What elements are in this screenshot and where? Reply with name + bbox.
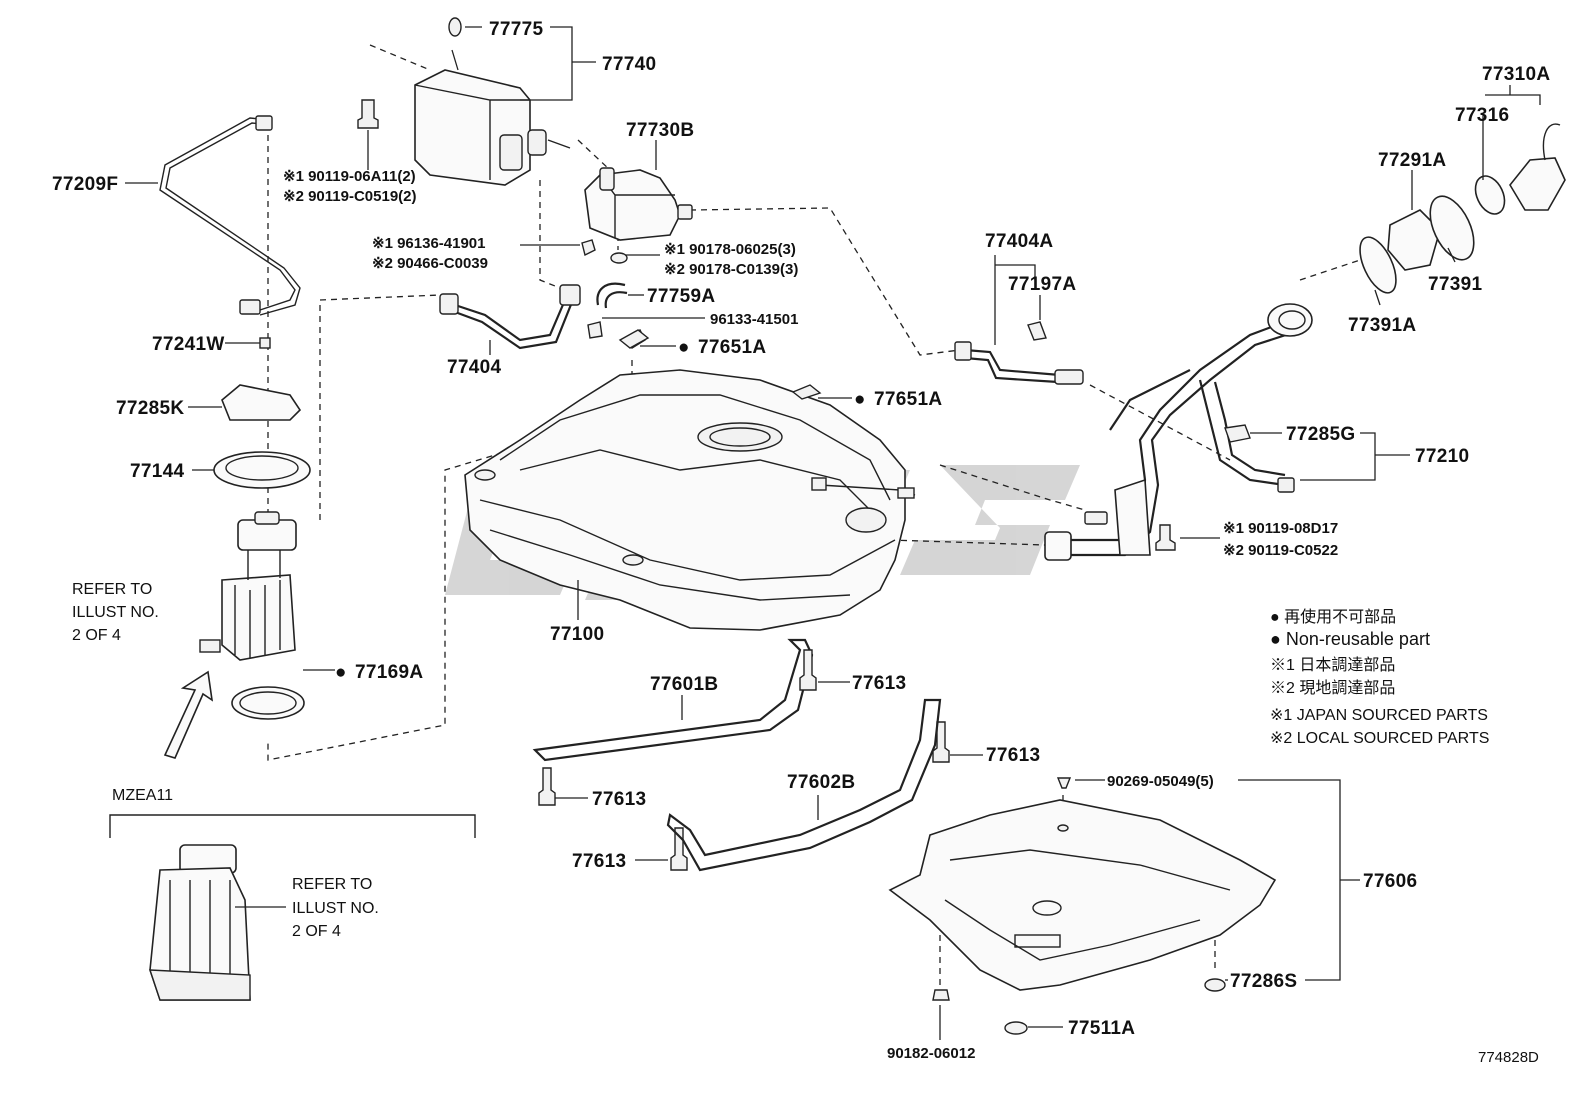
label-77613-c[interactable]: 77613 [592, 789, 646, 810]
label-77740[interactable]: 77740 [602, 54, 656, 75]
nonreusable-bullet-icon: ● [335, 662, 347, 683]
nonreusable-bullet-icon: ● [854, 389, 866, 410]
label-77511a[interactable]: 77511A [1068, 1018, 1135, 1039]
label-bolt-a-jp[interactable]: ※1 90119-06A11(2) [283, 168, 416, 185]
leader-lines [125, 26, 1541, 1040]
model-code: MZEA11 [112, 787, 173, 804]
label-77730b[interactable]: 77730B [626, 120, 694, 141]
label-77291a[interactable]: 77291A [1378, 150, 1446, 171]
nonreusable-bullet-icon: ● [678, 337, 690, 358]
label-77606[interactable]: 77606 [1363, 871, 1417, 892]
label-77613-d[interactable]: 77613 [572, 851, 626, 872]
label-77775[interactable]: 77775 [489, 19, 543, 40]
label-77391a[interactable]: 77391A [1348, 315, 1416, 336]
label-77241w[interactable]: 77241W [152, 334, 225, 355]
label-77391[interactable]: 77391 [1428, 274, 1482, 295]
label-77144[interactable]: 77144 [130, 461, 184, 482]
label-77316[interactable]: 77316 [1455, 105, 1509, 126]
label-bolt-a-local[interactable]: ※2 90119-C0519(2) [283, 188, 417, 205]
label-77602b[interactable]: 77602B [787, 772, 855, 793]
refer-notes: REFER TO ILLUST NO. 2 OF 4 MZEA11 REFER … [72, 581, 379, 940]
refer-note-2-line-2[interactable]: ILLUST NO. [292, 900, 379, 917]
part-number-labels: 77775 77740 77730B 77209F 77241W 77285K … [52, 19, 1550, 1066]
label-90182-06012[interactable]: 90182-06012 [887, 1045, 975, 1062]
label-77613-b[interactable]: 77613 [986, 745, 1040, 766]
legend-nonreusable-jp: ● 再使用不可部品 [1270, 608, 1396, 626]
label-clip-local[interactable]: ※2 90466-C0039 [372, 255, 488, 272]
legend-nonreusable-en: ● Non-reusable part [1270, 629, 1430, 649]
label-77169a[interactable]: 77169A [355, 662, 423, 683]
label-77613-a[interactable]: 77613 [852, 673, 906, 694]
label-77209f[interactable]: 77209F [52, 174, 118, 195]
refer-note-1-line-2[interactable]: ILLUST NO. [72, 604, 159, 621]
legend-japan-sourced-en: ※1 JAPAN SOURCED PARTS [1270, 707, 1488, 724]
label-77286s[interactable]: 77286S [1230, 971, 1297, 992]
label-bolt-b-jp[interactable]: ※1 90119-08D17 [1223, 520, 1338, 537]
label-96133-41501[interactable]: 96133-41501 [710, 311, 798, 328]
label-90269-05049[interactable]: 90269-05049(5) [1107, 773, 1214, 790]
label-77404a[interactable]: 77404A [985, 231, 1053, 252]
label-77285g[interactable]: 77285G [1286, 424, 1355, 445]
part-graphics [109, 17, 1566, 1035]
label-nut-jp[interactable]: ※1 90178-06025(3) [664, 241, 796, 258]
legend-local-sourced-jp: ※2 現地調達部品 [1270, 679, 1395, 697]
label-77197a[interactable]: 77197A [1008, 274, 1076, 295]
label-77210[interactable]: 77210 [1415, 446, 1469, 467]
legend-local-sourced-en: ※2 LOCAL SOURCED PARTS [1270, 730, 1489, 747]
refer-note-2-line-1[interactable]: REFER TO [292, 876, 372, 893]
legend-japan-sourced-jp: ※1 日本調達部品 [1270, 656, 1395, 674]
label-77601b[interactable]: 77601B [650, 674, 718, 695]
diagram-id: 774828D [1478, 1049, 1539, 1066]
refer-note-1-line-1[interactable]: REFER TO [72, 581, 152, 598]
label-77651a-1[interactable]: 77651A [698, 337, 766, 358]
label-77285k[interactable]: 77285K [116, 398, 184, 419]
label-bolt-b-local[interactable]: ※2 90119-C0522 [1223, 542, 1338, 559]
label-77404[interactable]: 77404 [447, 357, 501, 378]
refer-note-2-line-3[interactable]: 2 OF 4 [292, 923, 341, 940]
label-77759a[interactable]: 77759A [647, 286, 715, 307]
label-nut-local[interactable]: ※2 90178-C0139(3) [664, 261, 798, 278]
legend: ● 再使用不可部品 ● Non-reusable part ※1 日本調達部品 … [1270, 608, 1489, 747]
label-clip-jp[interactable]: ※1 96136-41901 [372, 235, 486, 252]
label-77651a-2[interactable]: 77651A [874, 389, 942, 410]
refer-note-1-line-3[interactable]: 2 OF 4 [72, 627, 121, 644]
label-77100[interactable]: 77100 [550, 624, 604, 645]
label-77310a[interactable]: 77310A [1482, 64, 1550, 85]
